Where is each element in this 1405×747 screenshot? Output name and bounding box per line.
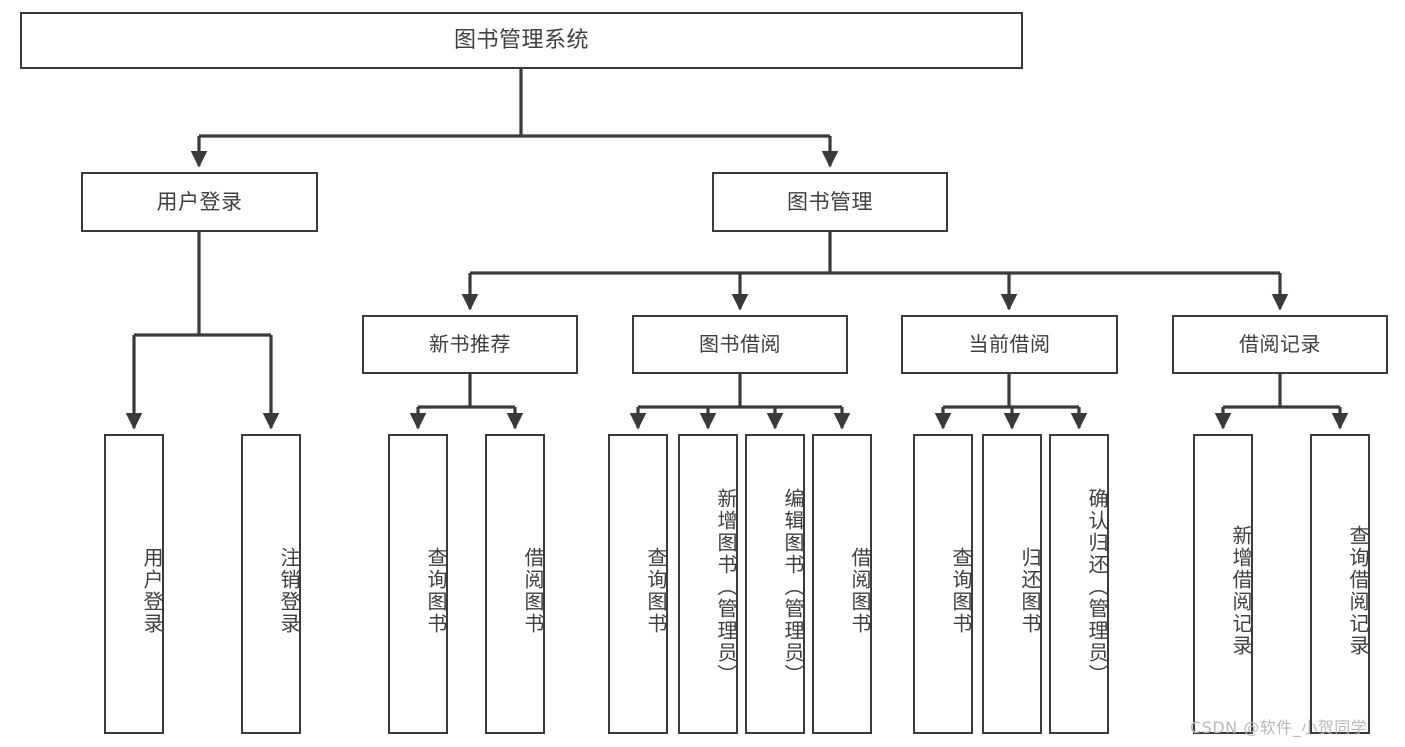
leaf-add-borrow-record[interactable]: 新增借阅记录 — [1193, 434, 1253, 734]
leaf-query-book-recommend[interactable]: 查询图书 — [388, 434, 448, 734]
leaf-user-login[interactable]: 用户登录 — [104, 434, 164, 734]
leaf-add-book-admin[interactable]: 新增图书（管理员） — [678, 434, 738, 734]
node-book-manage[interactable]: 图书管理 — [712, 172, 948, 232]
node-borrow-record[interactable]: 借阅记录 — [1172, 315, 1388, 374]
leaf-query-borrow-record[interactable]: 查询借阅记录 — [1310, 434, 1370, 734]
node-new-book-recommend[interactable]: 新书推荐 — [362, 315, 578, 374]
leaf-user-logout[interactable]: 注销登录 — [241, 434, 301, 734]
node-user-login[interactable]: 用户登录 — [81, 172, 318, 232]
node-book-borrow[interactable]: 图书借阅 — [632, 315, 848, 374]
leaf-borrow-book[interactable]: 借阅图书 — [812, 434, 872, 734]
node-current-borrow[interactable]: 当前借阅 — [901, 315, 1118, 374]
csdn-watermark: CSDN @软件_小贺同学 — [1190, 718, 1368, 737]
leaf-query-book-current[interactable]: 查询图书 — [913, 434, 973, 734]
leaf-borrow-book-recommend[interactable]: 借阅图书 — [485, 434, 545, 734]
leaf-query-book-borrow[interactable]: 查询图书 — [608, 434, 668, 734]
leaf-confirm-return-admin[interactable]: 确认归还（管理员） — [1049, 434, 1109, 734]
leaf-edit-book-admin[interactable]: 编辑图书（管理员） — [745, 434, 805, 734]
leaf-return-book[interactable]: 归还图书 — [982, 434, 1042, 734]
node-root[interactable]: 图书管理系统 — [20, 12, 1023, 69]
